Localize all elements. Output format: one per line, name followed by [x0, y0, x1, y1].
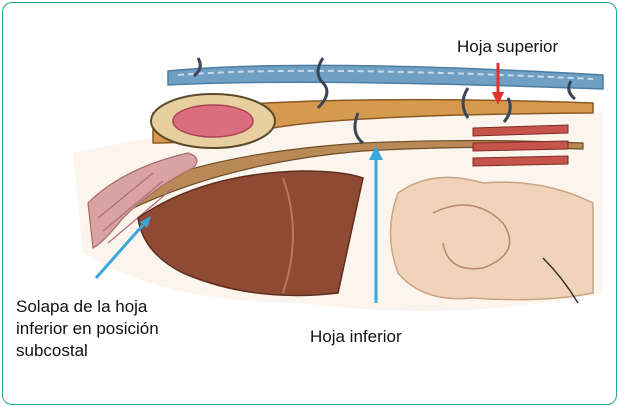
- label-hoja-inferior: Hoja inferior: [310, 326, 402, 348]
- label-solapa: Solapa de la hoja inferior en posición s…: [16, 296, 159, 362]
- label-solapa-line-1: Solapa de la hoja: [16, 296, 159, 318]
- muscle-core: [173, 105, 253, 137]
- label-solapa-line-2: inferior en posición: [16, 318, 159, 340]
- label-solapa-line-3: subcostal: [16, 340, 159, 362]
- label-hoja-superior: Hoja superior: [457, 36, 558, 58]
- striated-muscle-stack: [473, 125, 568, 166]
